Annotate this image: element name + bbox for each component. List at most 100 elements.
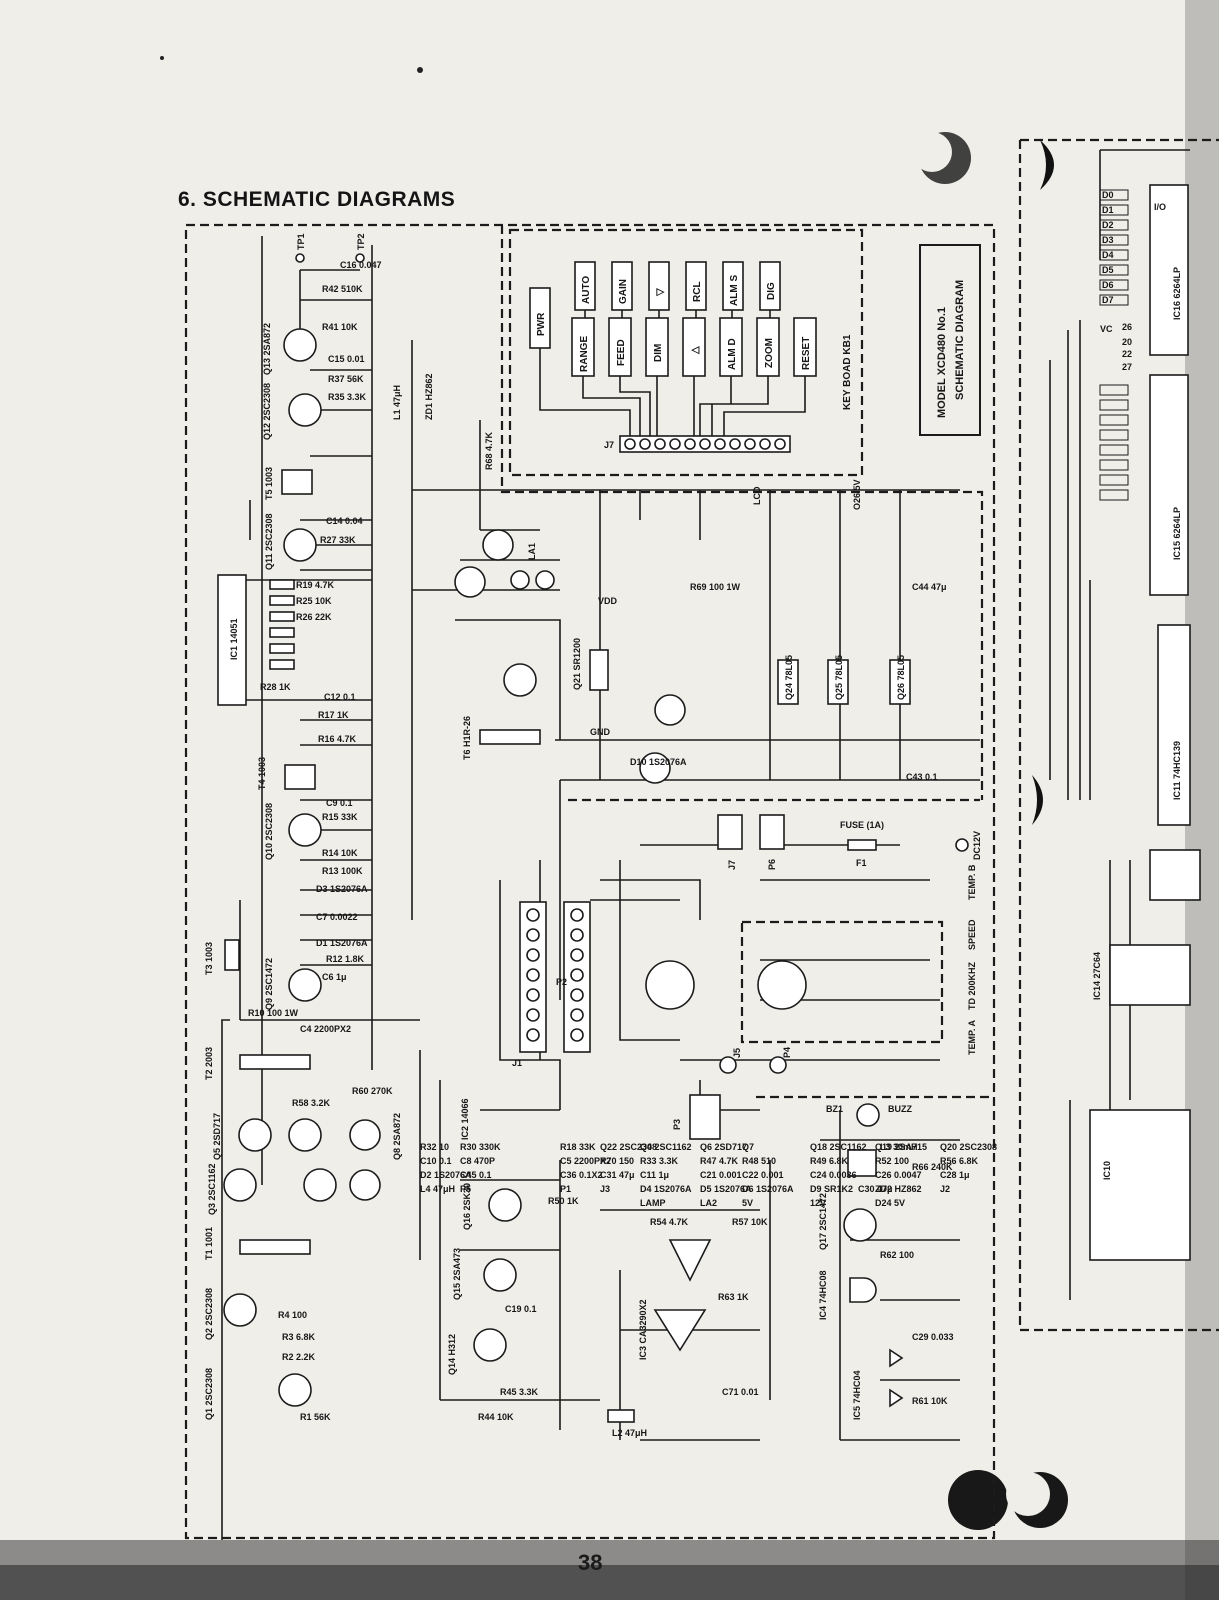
designator-diodes-9: ZD2 HZ862 xyxy=(875,1184,922,1194)
bz1-label: BZ1 xyxy=(826,1104,843,1114)
transistor-q2 xyxy=(223,1293,257,1327)
ic15-label: IC15 6264LP xyxy=(1172,507,1182,560)
bottom-analog-circuit: IC3 CA3290X2 Q16 2SK30 Q15 2SA473 Q14 H3… xyxy=(439,1080,771,1441)
ic10-label: IC10 xyxy=(1102,1161,1112,1180)
designator-capacitors-6: C10 0.1 xyxy=(420,1156,452,1166)
t1-label: T1 1001 xyxy=(204,1227,214,1260)
buzzer-bz1 xyxy=(856,1103,880,1127)
q3-label: Q3 2SC1162 xyxy=(207,1163,217,1215)
ic5-label: IC5 74HC04 xyxy=(852,1370,862,1420)
connector-p3 xyxy=(769,1056,787,1074)
c43-label: C43 0.1 xyxy=(906,772,938,782)
ic3-label: IC3 CA3290X2 xyxy=(638,1299,648,1360)
r32-label: R35 3.3K xyxy=(328,392,367,402)
key-label-dig: DIG xyxy=(766,282,777,300)
q2-label: Q2 2SC2308 xyxy=(204,1288,214,1340)
r17-label: R15 33K xyxy=(322,812,358,822)
vc-pin-label: VC xyxy=(1100,324,1113,334)
key-label-pwr: PWR xyxy=(536,312,547,336)
title-block: MODEL XCD480 No.1 SCHEMATIC DIAGRAM xyxy=(919,244,981,436)
q24-label: Q24 78L05 xyxy=(784,655,794,700)
ic4-label: IC4 74HC08 xyxy=(818,1270,828,1320)
j5-label: J7 xyxy=(727,860,737,870)
connector-p2 xyxy=(689,1094,721,1140)
supply-12v-label: GND xyxy=(590,727,611,737)
connector-p5 xyxy=(759,814,785,850)
transistor-q6 xyxy=(288,1118,322,1152)
designator-capacitors-4: C8 470P xyxy=(460,1156,495,1166)
decoder-ic11-upper xyxy=(1149,849,1201,901)
designator-capacitors-13: C21 0.001 xyxy=(700,1170,742,1180)
r14-label: R12 1.8K xyxy=(326,954,365,964)
comparator-ic3a xyxy=(668,1239,712,1282)
transistor-q17 xyxy=(843,1208,877,1242)
ic1-chip xyxy=(217,574,247,706)
lcd-label: O26 5V xyxy=(852,479,862,510)
bus-d2: D2 xyxy=(1102,220,1114,230)
pin-27: 27 xyxy=(1122,362,1132,372)
c71-label: C71 0.01 xyxy=(722,1387,759,1397)
designator-diodes-1: D2 1S2076A xyxy=(420,1170,472,1180)
inductor-l1-label: L1 47μH xyxy=(392,385,402,420)
q16-label: Q16 2SK30 xyxy=(462,1183,472,1230)
q14-label: Q14 H312 xyxy=(447,1334,457,1375)
supply-5v-label: VDD xyxy=(598,596,618,606)
vdd-label: LCD xyxy=(752,486,762,505)
designator-misc-13: 12V xyxy=(810,1198,826,1208)
designator-misc-17: D24 5V xyxy=(875,1198,905,1208)
transistor-q1 xyxy=(278,1373,312,1407)
r42-label: R45 3.3K xyxy=(500,1387,539,1397)
designator-capacitors-21: C36 0.1X2 xyxy=(560,1170,603,1180)
r37-label: R42 510K xyxy=(322,284,363,294)
pin-26: 26 xyxy=(1122,322,1132,332)
transistor-q4 xyxy=(303,1168,337,1202)
decoder-ic11-lower xyxy=(1109,944,1191,1006)
c7-label: C7 0.0022 xyxy=(316,912,358,922)
dc-input-jack xyxy=(955,838,969,852)
bus-d6: D6 xyxy=(1102,280,1114,290)
r3-label: R3 6.8K xyxy=(282,1332,316,1342)
dashed-borders xyxy=(184,138,1219,1540)
transistor-q14 xyxy=(473,1328,507,1362)
q1-label: Q1 2SC2308 xyxy=(204,1368,214,1420)
c4-label: C4 2200PX2 xyxy=(300,1024,351,1034)
transistor-q11 xyxy=(283,528,317,562)
data-bus-lower xyxy=(1099,384,1129,501)
inductor-l3 xyxy=(847,1149,877,1177)
zd1-label: ZD1 HZ862 xyxy=(424,373,434,420)
ic16-label: IC16 6264LP xyxy=(1172,267,1182,320)
designator-connectors-2: J3 xyxy=(600,1184,610,1194)
connector-j5 xyxy=(717,814,743,850)
r19-label: R17 1K xyxy=(318,710,349,720)
bus-d4: D4 xyxy=(1102,250,1114,260)
q25-label: Q25 78L05 xyxy=(834,655,844,700)
l3-label: L3 30mH xyxy=(880,1142,918,1152)
designator-capacitors-20: C31 47μ xyxy=(600,1170,635,1180)
designator-capacitors-7: C11 1μ xyxy=(640,1170,669,1180)
pin-20: 20 xyxy=(1122,337,1132,347)
r25-label: R19 4.7K xyxy=(296,580,335,590)
c16-label: C19 0.1 xyxy=(505,1304,537,1314)
designator-resistors-30: R52 100 xyxy=(875,1156,909,1166)
p5-label: P6 xyxy=(767,859,777,870)
designator-resistors-28: R49 6.8K xyxy=(810,1156,849,1166)
f1-label: F1 xyxy=(856,858,867,868)
q10-label: Q10 2SC2308 xyxy=(264,803,274,860)
bus-d7: D7 xyxy=(1102,295,1114,305)
designator-inductors-3: L4 47μH xyxy=(420,1184,455,1194)
designator-resistors-26: R47 4.7K xyxy=(700,1156,739,1166)
designator-diodes-4: D5 1S2076A xyxy=(700,1184,752,1194)
td-label: TD 200KHZ xyxy=(967,961,977,1010)
designator-capacitors-14: C22 0.001 xyxy=(742,1170,784,1180)
transistor-q15 xyxy=(483,1258,517,1292)
t2-label: T2 2003 xyxy=(204,1047,214,1080)
r18-label: R16 4.7K xyxy=(318,734,357,744)
key-label-auto: AUTO xyxy=(581,276,592,304)
transistor-q19 xyxy=(454,566,486,598)
t4-label: T4 1003 xyxy=(257,757,267,790)
r49-label: R54 4.7K xyxy=(650,1217,689,1227)
lamp-label: LA1 xyxy=(527,543,537,560)
test-point-tp1 xyxy=(295,253,305,263)
inductor-l2-label: L2 47μH xyxy=(612,1428,647,1438)
designator-resistors-17: R30 330K xyxy=(460,1142,501,1152)
